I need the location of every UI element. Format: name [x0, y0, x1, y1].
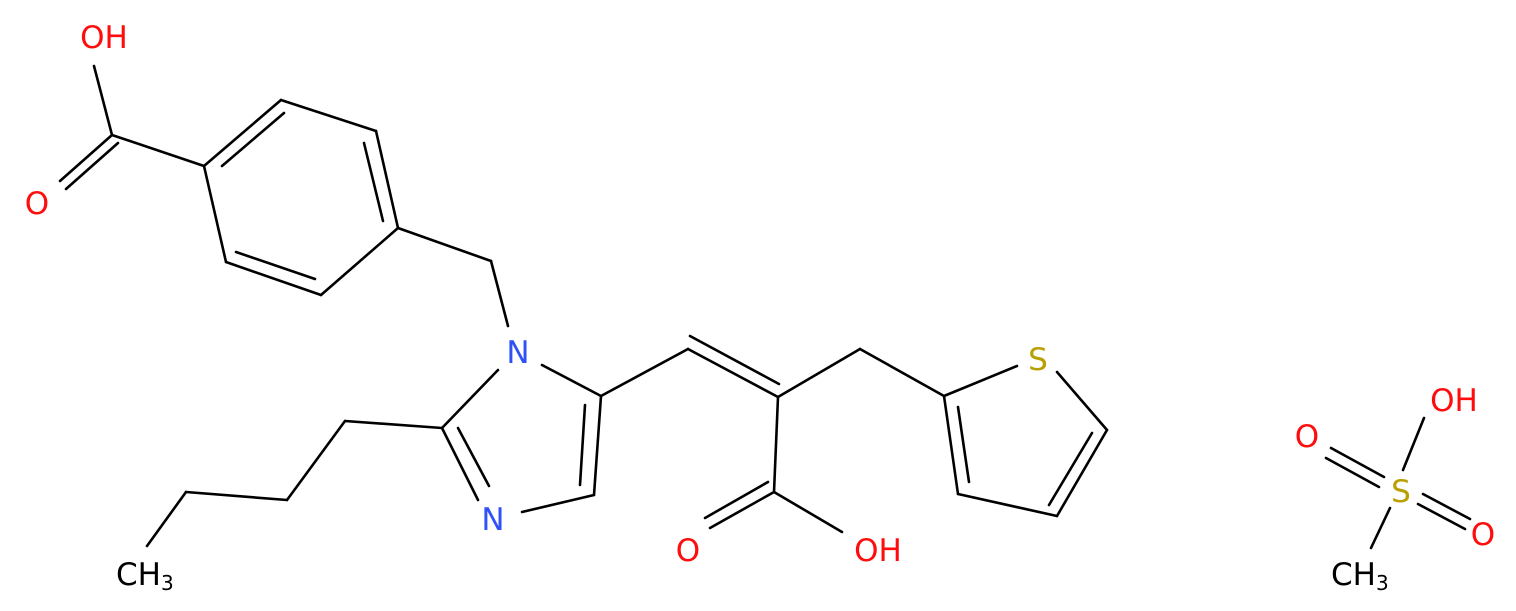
bond-benzene-2: [279, 98, 378, 133]
bond-benzene-5: [224, 260, 323, 297]
bond-alpha-cooh: [772, 395, 780, 494]
label-n3: N: [481, 502, 504, 538]
bond-n3-c2-inner: [456, 426, 491, 488]
bond-cooh-mid-o-a: [708, 490, 776, 530]
bond-benzene-5-inner: [234, 250, 317, 281]
bond-ms-s-o-right-a: [1416, 502, 1467, 531]
bond-cooh-top-c-oh: [92, 64, 114, 137]
bond-c4-n3: [520, 493, 596, 514]
bond-c2-n1: [440, 368, 500, 430]
bond-benzene-6: [202, 164, 228, 264]
bond-thio-c2-s: [942, 364, 1019, 398]
label-ms-o-left: O: [1295, 419, 1319, 455]
bond-benzene-4: [319, 226, 400, 297]
bond-ms-s-o-right-b: [1421, 492, 1472, 521]
bond-butyl-4: [145, 490, 188, 548]
bond-thio-c3-c2-inner: [956, 405, 971, 484]
bond-cooh-top-c-ring: [110, 133, 206, 168]
bond-benzene-1: [202, 98, 283, 168]
bond-ch2-n1: [489, 259, 510, 328]
atom-labels: OH O N N S O OH CH3 OH O S O CH3: [25, 20, 1495, 595]
counterion-bonds: [1324, 416, 1472, 550]
label-acid-mid-oh: OH: [854, 533, 902, 569]
label-butyl-ch3-sub: 3: [161, 571, 174, 595]
bond-c5-vinyl: [599, 347, 690, 398]
bond-ms-s-oh: [1401, 416, 1426, 472]
bond-thio-c4-c3: [956, 492, 1059, 518]
bond-ms-s-o-left-a: [1329, 446, 1386, 479]
main-molecule-bonds: [58, 64, 1109, 548]
label-acid-mid-o: O: [676, 533, 700, 569]
bond-butyl-3: [184, 490, 289, 502]
bond-cooh-mid-oh: [772, 490, 844, 534]
label-ms-o-right: O: [1471, 517, 1495, 553]
label-ms-ch3-sub: 3: [1376, 571, 1389, 595]
label-ms-oh: OH: [1430, 383, 1478, 419]
bond-thio-c5-c4: [1055, 428, 1109, 518]
bond-ms-s-ch3: [1369, 506, 1392, 550]
bond-c5-c4-inner: [578, 403, 587, 487]
bond-benzene-3-inner: [362, 141, 385, 223]
bond-thio-c5-c4-inner: [1047, 431, 1094, 507]
bond-benzene-3: [374, 129, 400, 230]
label-butyl-ch3: CH3: [116, 557, 174, 595]
label-acid-top-oh: OH: [80, 20, 128, 56]
bond-ms-s-o-left-b: [1324, 456, 1381, 489]
label-acid-top-o: O: [25, 186, 49, 222]
bond-butyl-1: [343, 419, 444, 430]
label-ms-ch3-main: CH: [1331, 557, 1376, 593]
bond-alpha-ch2: [776, 347, 862, 399]
bond-vinyl-double-b: [688, 334, 781, 386]
bond-cooh-mid-o-b: [703, 480, 770, 520]
bond-c5-c4: [592, 394, 603, 497]
bond-n1-c5: [540, 363, 603, 398]
bond-thio-s-c5: [1055, 370, 1109, 432]
bond-cooh-top-c-o-a: [58, 133, 114, 183]
label-ms-ch3: CH3: [1331, 557, 1389, 595]
bond-ring-ch2: [396, 226, 493, 263]
bond-cooh-top-c-o-b: [64, 141, 120, 191]
bond-butyl-2: [285, 419, 347, 502]
label-n1: N: [506, 335, 529, 371]
bond-vinyl-double-a: [686, 347, 780, 399]
bond-benzene-1-inner: [220, 111, 286, 168]
bond-thio-c3-c2: [942, 394, 960, 496]
bond-n3-c2: [440, 426, 480, 502]
label-ms-s: S: [1391, 474, 1411, 510]
bond-ch2-thiophene: [858, 347, 946, 398]
label-butyl-ch3-main: CH: [116, 557, 161, 593]
label-thiophene-s: S: [1028, 342, 1048, 378]
